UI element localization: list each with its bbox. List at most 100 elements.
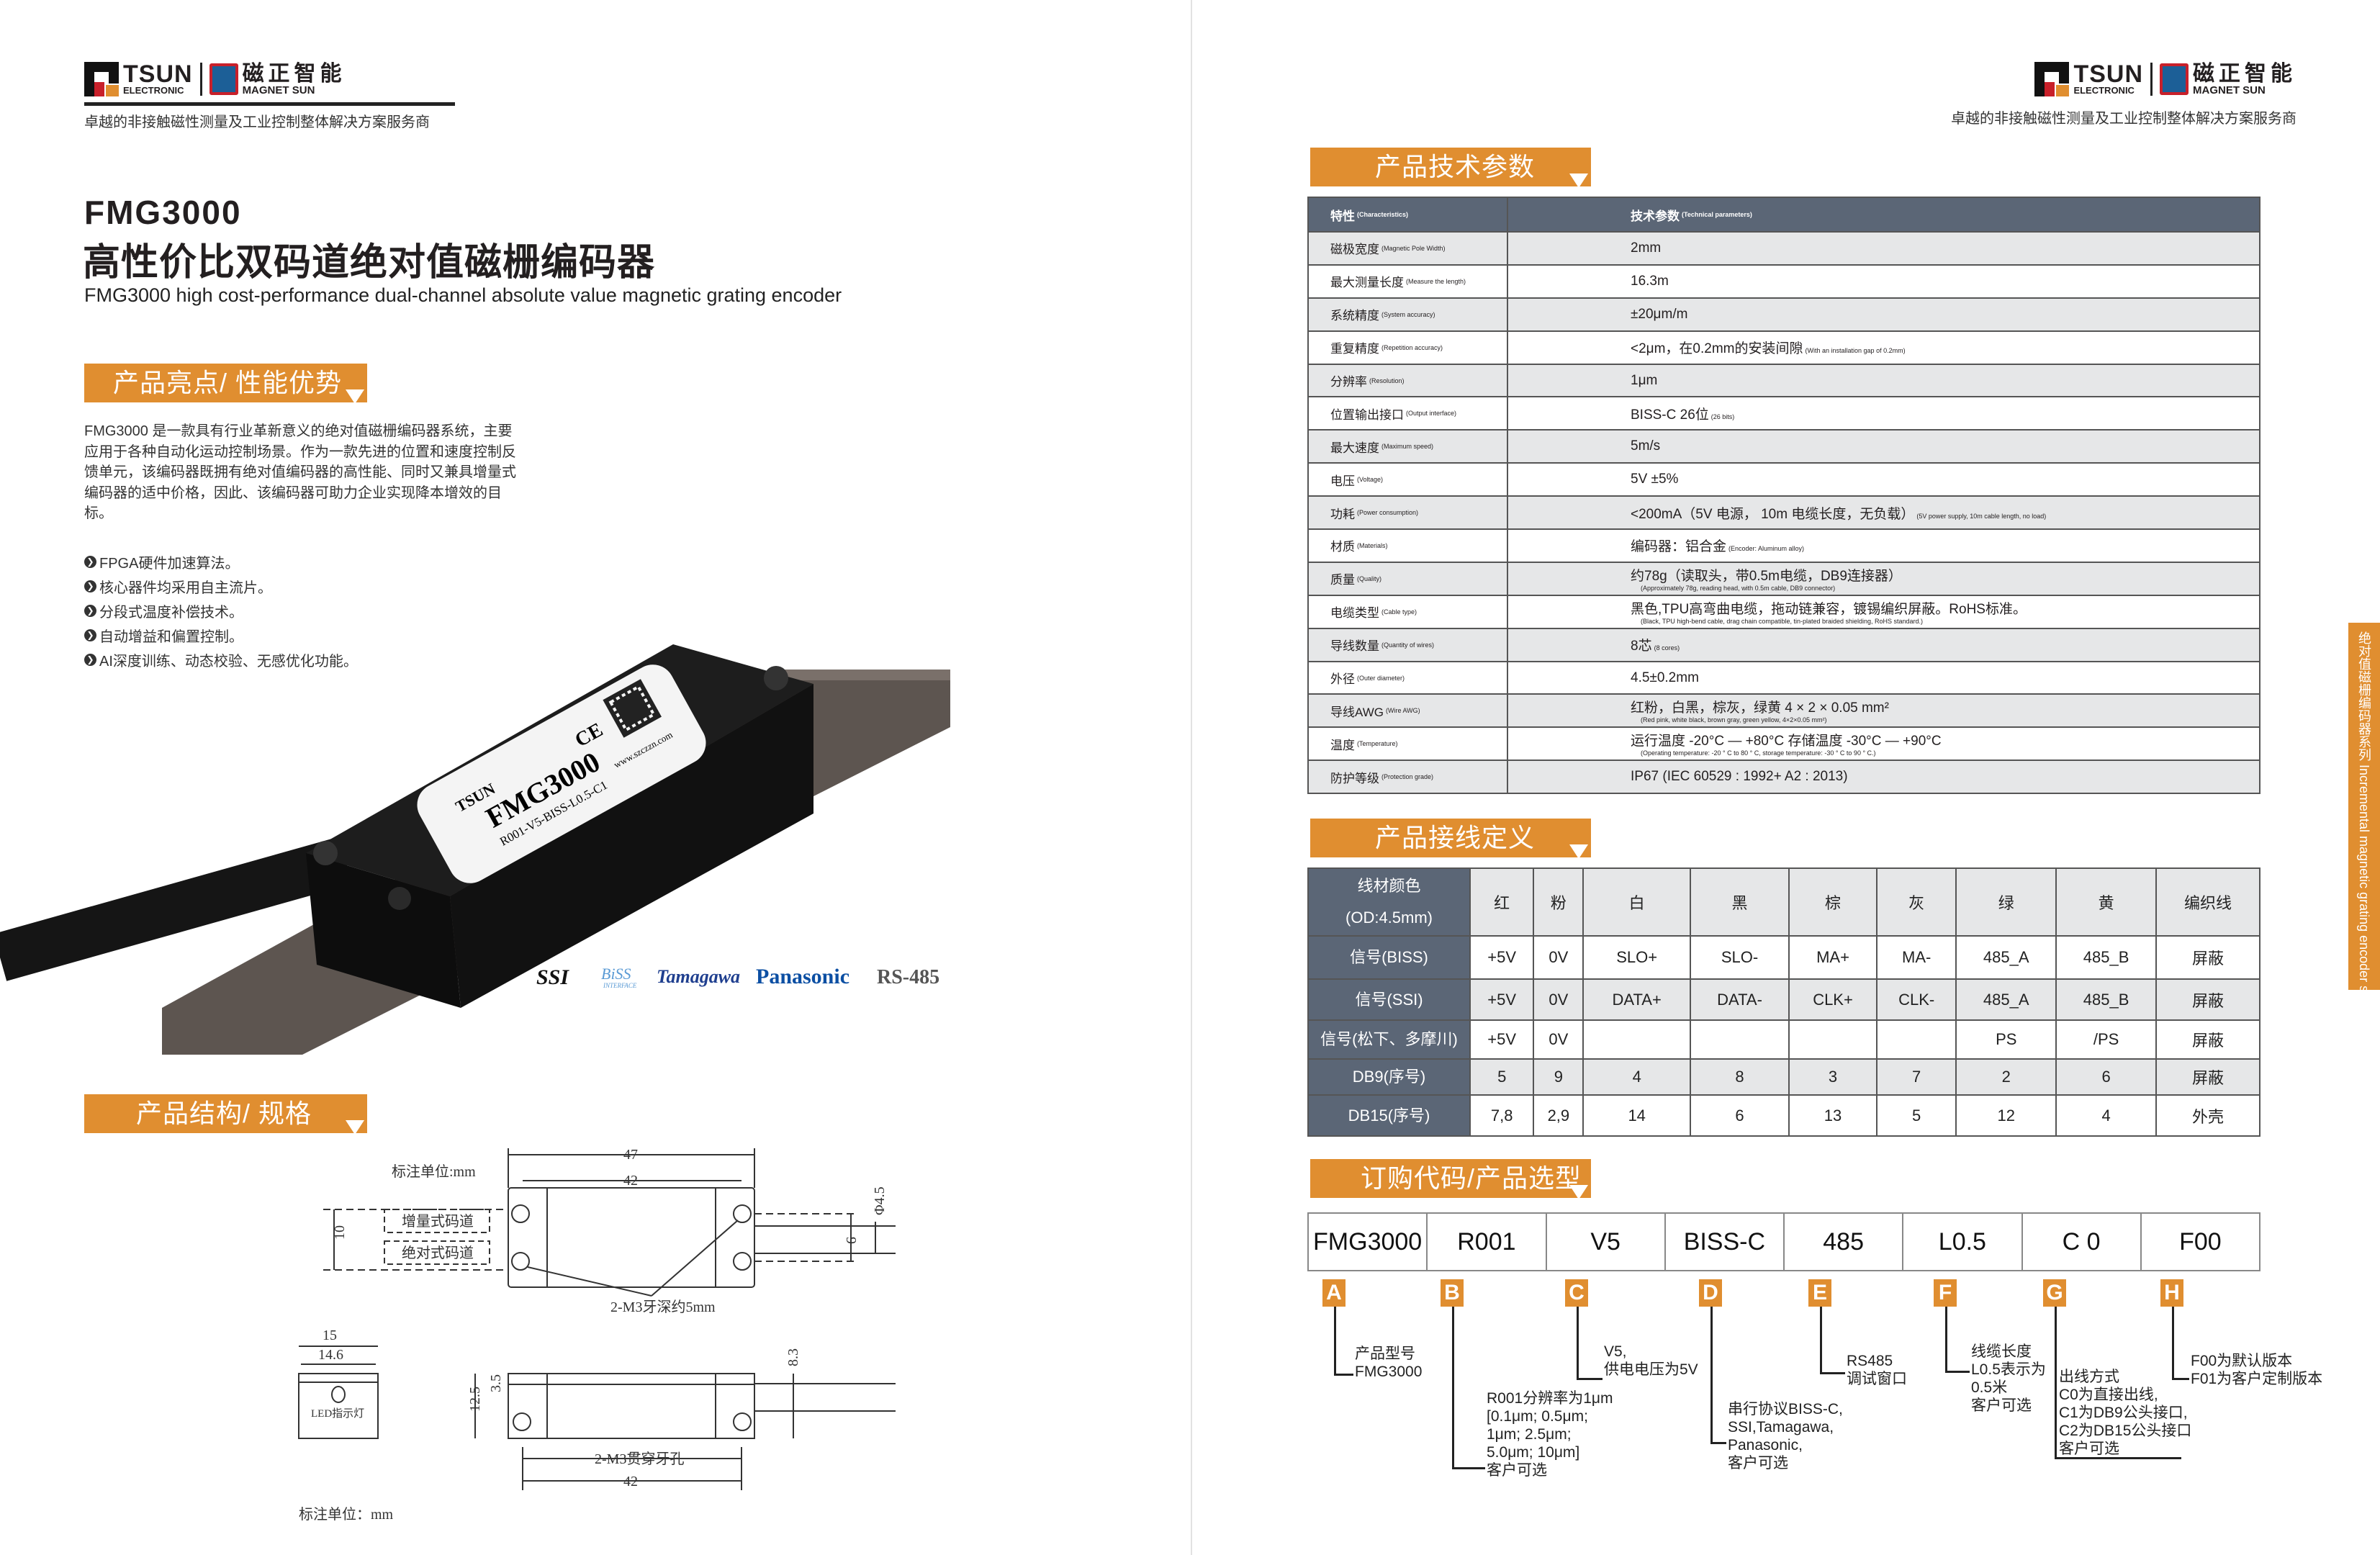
qr-code-icon — [603, 679, 662, 738]
feature-item: ❯AI深度训练、动态校验、无感优化功能。 — [84, 647, 358, 672]
spec-value: 4.5±0.2mm — [1631, 670, 1699, 685]
wire-color: 粉 — [1533, 867, 1585, 937]
spec-value-line: <200mA（5V 电源， 10m 电缆长度，无负载）(5V power sup… — [1631, 503, 2259, 523]
unit-note: 标注单位:mm — [392, 1163, 476, 1180]
wiring-cell: 0V — [1533, 1019, 1585, 1060]
page-title: 高性价比双码道绝对值磁栅编码器 — [83, 242, 656, 284]
spec-label-cell: 防护等级(Protection grade) — [1309, 761, 1508, 793]
description-line: 线缆长度 — [1971, 1343, 2032, 1360]
order-code-segment: F00 — [2179, 1227, 2222, 1256]
spec-table: 特性(Characteristics) 技术参数(Technical param… — [1307, 197, 2260, 795]
wiring-cell: 3 — [1788, 1058, 1878, 1096]
section-title: 产品接线定义 — [1375, 823, 1536, 852]
order-code-segment: L0.5 — [1903, 1214, 2023, 1270]
spec-label-cell: 材质(Materials) — [1309, 530, 1508, 562]
feature-text: 分段式温度补偿技术。 — [99, 604, 243, 621]
spec-label-en: (Quality) — [1357, 574, 1382, 582]
connector-line — [1710, 1442, 1726, 1444]
ssi-logo: SSI — [536, 965, 569, 989]
description-line: 串行协议BISS-C, — [1728, 1401, 1843, 1417]
spec-label: 功耗 — [1330, 507, 1355, 521]
spec-value-line: 1μm — [1631, 373, 2259, 389]
wire-color: 棕 — [1788, 867, 1878, 937]
spec-value: 黑色,TPU高弯曲电缆，拖动链兼容，镀锡编织屏蔽。RoHS标准。 — [1631, 601, 2027, 617]
product-model: FMG3000 — [84, 194, 242, 231]
wiring-cell: PS — [1955, 1019, 2057, 1060]
connector-line — [2055, 1307, 2057, 1457]
connector-line — [1577, 1378, 1603, 1380]
spec-value: <200mA（5V 电源， 10m 电缆长度，无负载） — [1631, 506, 1915, 522]
rs485-logo: RS-485 — [877, 966, 939, 988]
spec-label-en: (Power consumption) — [1357, 509, 1419, 517]
spec-label-en: (System accuracy) — [1381, 310, 1435, 318]
spec-value-line: 红粉，白黑，棕灰，绿黄 4 × 2 × 0.05 mm² — [1631, 697, 2259, 716]
brand-en: MAGNET SUN — [2193, 84, 2266, 96]
brand-name: TSUN — [2073, 60, 2143, 88]
spec-label-cell: 分辨率(Resolution) — [1309, 364, 1508, 397]
biss-interface-label: INTERFACE — [603, 982, 637, 989]
description-line: 出线方式 — [2059, 1369, 2119, 1385]
spec-label-en: (Wire AWG) — [1385, 707, 1420, 715]
order-code-segment: BISS-C — [1666, 1214, 1785, 1270]
wiring-cell: 屏蔽 — [2155, 1058, 2260, 1096]
wiring-cell: 6 — [1690, 1094, 1790, 1137]
header-params: 技术参数 — [1631, 209, 1680, 223]
triangle-down-icon — [1569, 1185, 1588, 1199]
product-label: TSUN FMG3000 R001-V5-BISS-L0.5-C1 CE www… — [417, 664, 706, 883]
wiring-cell: SLO+ — [1582, 935, 1692, 980]
spec-label-cell: 位置输出接口(Output interface) — [1309, 397, 1508, 430]
chevron-right-icon: ❯ — [84, 653, 96, 666]
spec-value: IP67 (IEC 60529 : 1992+ A2 : 2013) — [1631, 769, 1848, 785]
encoder-front-face — [450, 684, 813, 1008]
spec-value-cell: 2mm — [1508, 233, 2259, 264]
spec-row: 磁极宽度(Magnetic Pole Width)2mm — [1309, 231, 2259, 264]
code-letter-a: A — [1322, 1279, 1345, 1307]
wiring-cell — [1788, 1019, 1878, 1060]
wiring-cell: 4 — [1582, 1058, 1692, 1096]
series-side-tab: 绝对值磁栅编码器系列 Incremental magnetic grating … — [2348, 623, 2380, 1020]
code-letter-g: G — [2043, 1279, 2066, 1307]
description-line: C1为DB9公头接口, — [2059, 1405, 2188, 1421]
spec-value-line: 5V ±5% — [1631, 472, 2259, 487]
brand-name: TSUN — [123, 60, 193, 88]
spec-label-cell: 最大速度(Maximum speed) — [1309, 431, 1508, 463]
spec-row: 最大测量长度(Measure the length)16.3m — [1309, 263, 2259, 297]
wiring-cell — [1690, 1019, 1790, 1060]
spec-value-note: (Black, TPU high-bend cable, drag chain … — [1641, 617, 1924, 625]
spec-value-cell: 约78g（读取头，带0.5m电缆，DB9连接器）(Approximately 7… — [1508, 563, 2259, 595]
description-line: 供电电压为5V — [1604, 1361, 1698, 1378]
spec-label-en: (Outer diameter) — [1357, 674, 1405, 682]
feature-item: ❯核心器件均采用自主流片。 — [84, 574, 358, 598]
spec-value-line: 运行温度 -20°C — +80°C 存储温度 -30°C — +90°C — [1631, 730, 2259, 749]
led-label: LED指示灯 — [311, 1407, 364, 1420]
spec-row: 材质(Materials)编码器：铝合金(Encoder: Aluminum a… — [1309, 528, 2259, 562]
spec-value-line: BISS-C 26位(26 bits) — [1631, 404, 2259, 423]
chevron-right-icon: ❯ — [84, 628, 96, 641]
wire-color: 红 — [1469, 867, 1535, 937]
panasonic-logo: Panasonic — [756, 965, 849, 988]
spec-label: 分辨率 — [1330, 375, 1367, 389]
wiring-cell — [1582, 1019, 1692, 1060]
spec-value-line: 4.5±0.2mm — [1631, 670, 2259, 686]
tsun-logo-icon — [2034, 62, 2070, 96]
wiring-cell: 485_A — [1955, 978, 2057, 1021]
spec-value: 1μm — [1631, 372, 1658, 388]
spec-label: 位置输出接口 — [1330, 407, 1404, 422]
spec-value-cell: 4.5±0.2mm — [1508, 662, 2259, 694]
wiring-cell: MA+ — [1788, 935, 1878, 980]
wire-color: 黑 — [1690, 867, 1790, 937]
wiring-cell: DATA- — [1690, 978, 1790, 1021]
description-line: 客户可选 — [1728, 1455, 1788, 1471]
spec-label: 最大速度 — [1330, 441, 1379, 455]
spec-label: 防护等级 — [1330, 771, 1379, 785]
section-header-wiring: 产品接线定义 — [1310, 819, 1591, 859]
wiring-cell: SLO- — [1690, 935, 1790, 980]
order-code-segment: 485 — [1785, 1214, 1904, 1270]
description-line: C2为DB15公头接口 — [2059, 1423, 2192, 1439]
code-description: R001分辨率为1μm[0.1μm; 0.5μm;1μm; 2.5μm;5.0μ… — [1487, 1389, 1613, 1479]
spec-label: 电缆类型 — [1330, 606, 1379, 621]
